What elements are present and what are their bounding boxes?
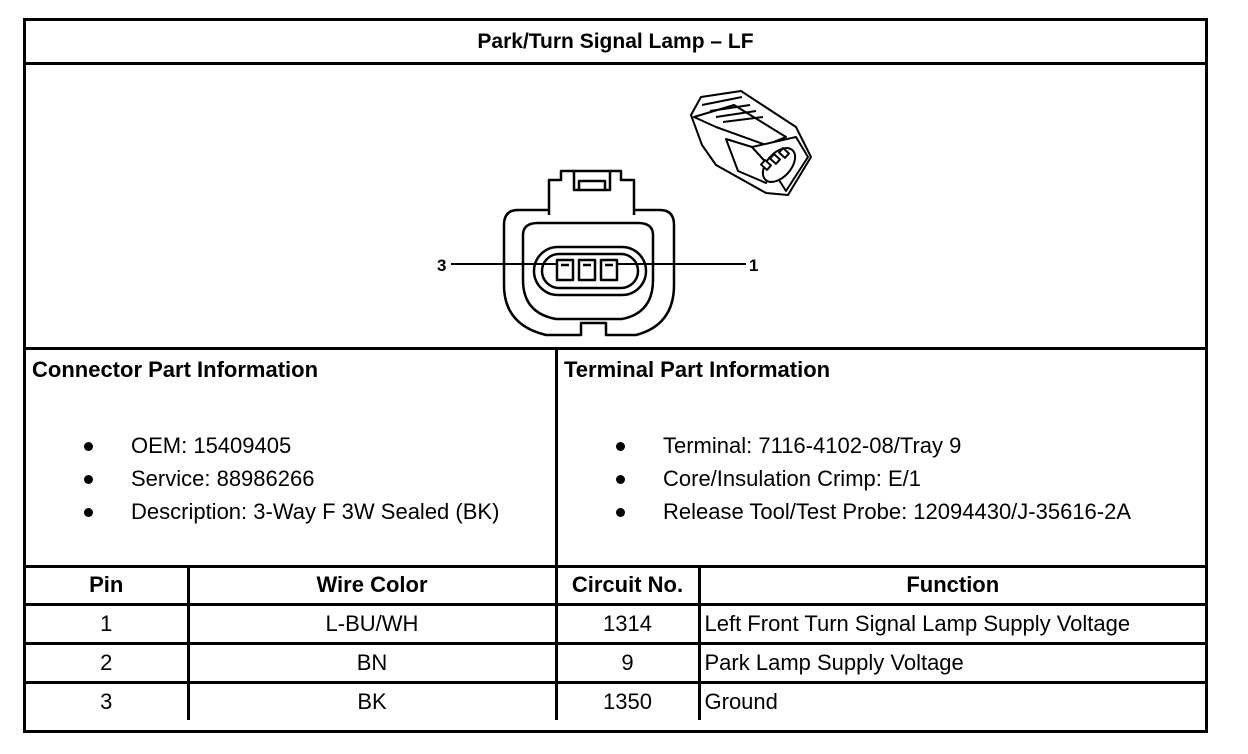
table-header-row: Pin Wire Color Circuit No. Function [26, 567, 1205, 606]
bullet-icon [84, 475, 93, 484]
cell-wire-color: BN [186, 642, 558, 684]
connector-info-heading: Connector Part Information [32, 357, 319, 382]
terminal-info-item: Release Tool/Test Probe: 12094430/J-3561… [558, 495, 1131, 528]
title-divider [26, 62, 1205, 65]
terminal-info-item: Terminal: 7116-4102-08/Tray 9 [558, 429, 1131, 462]
cell-function: Ground [697, 681, 1205, 720]
pin-3-label: 3 [437, 256, 446, 275]
connector-sheet: Park/Turn Signal Lamp – LF [23, 18, 1208, 733]
column-header-pin: Pin [26, 567, 190, 606]
bullet-icon [616, 475, 625, 484]
pin-1-label: 1 [749, 256, 758, 275]
cell-pin: 3 [26, 681, 190, 720]
cell-circuit-no: 9 [554, 642, 701, 684]
column-header-wire-color: Wire Color [186, 567, 558, 606]
terminal-info-list: Terminal: 7116-4102-08/Tray 9 Core/Insul… [558, 429, 1131, 528]
connector-info-item: OEM: 15409405 [26, 429, 499, 462]
cell-circuit-no: 1350 [554, 681, 701, 720]
connector-3d-view [690, 90, 812, 196]
connector-diagram: 3 1 [437, 90, 812, 337]
terminal-info-item: Core/Insulation Crimp: E/1 [558, 462, 1131, 495]
connector-info-list: OEM: 15409405 Service: 88986266 Descript… [26, 429, 499, 528]
diagram-divider [26, 347, 1205, 350]
info-table-divider [26, 565, 1205, 568]
bullet-icon [616, 508, 625, 517]
pin-table: Pin Wire Color Circuit No. Function 1 L-… [26, 567, 1205, 720]
table-row: 1 L-BU/WH 1314 Left Front Turn Signal La… [26, 603, 1205, 645]
cell-wire-color: L-BU/WH [186, 603, 558, 645]
page-title: Park/Turn Signal Lamp – LF [477, 30, 754, 53]
info-divider [555, 347, 558, 567]
cell-function: Park Lamp Supply Voltage [697, 642, 1205, 684]
cell-pin: 1 [26, 603, 190, 645]
bullet-icon [84, 508, 93, 517]
terminal-info-heading: Terminal Part Information [564, 357, 831, 382]
column-header-circuit-no: Circuit No. [554, 567, 701, 606]
connector-info-item: Service: 88986266 [26, 462, 499, 495]
cell-circuit-no: 1314 [554, 603, 701, 645]
connector-info-item: Description: 3-Way F 3W Sealed (BK) [26, 495, 499, 528]
table-row: 2 BN 9 Park Lamp Supply Voltage [26, 642, 1205, 684]
cell-function: Left Front Turn Signal Lamp Supply Volta… [697, 603, 1205, 645]
table-row: 3 BK 1350 Ground [26, 681, 1205, 720]
column-header-function: Function [697, 567, 1205, 606]
cell-wire-color: BK [186, 681, 558, 720]
bullet-icon [84, 442, 93, 451]
connector-face-view [502, 169, 676, 337]
cell-pin: 2 [26, 642, 190, 684]
bullet-icon [616, 442, 625, 451]
